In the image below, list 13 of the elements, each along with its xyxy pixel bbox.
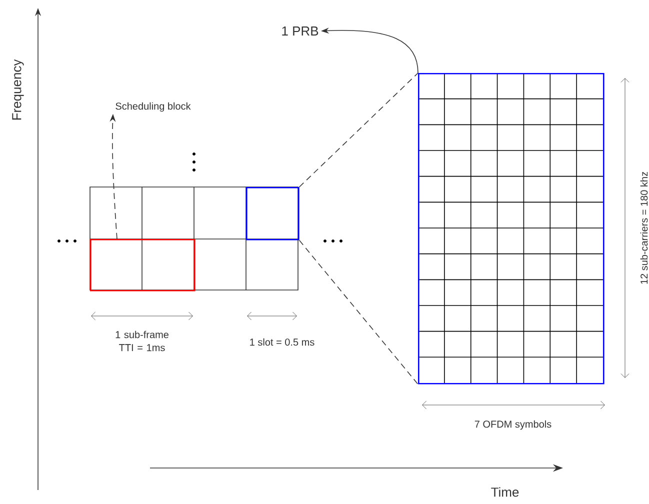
axis-label: Time	[491, 487, 519, 497]
zoom-line	[298, 72, 418, 188]
zoom-line	[298, 240, 418, 385]
dimension-label: 7 OFDM symbols	[474, 420, 552, 430]
axis-label: Frequency	[12, 59, 24, 120]
prb-label: 1 PRB	[282, 26, 318, 36]
prb-grid	[418, 72, 604, 384]
resource-block	[246, 187, 300, 240]
dimension-label: 1 sub-frame TTI = 1ms	[116, 330, 168, 352]
dimension-label: 12 sub-carriers = 180 khz	[640, 172, 648, 284]
block-label: Scheduling block	[116, 102, 191, 112]
scheduling-block	[90, 239, 196, 292]
dimension-label: 1 slot = 0.5 ms	[250, 338, 314, 346]
